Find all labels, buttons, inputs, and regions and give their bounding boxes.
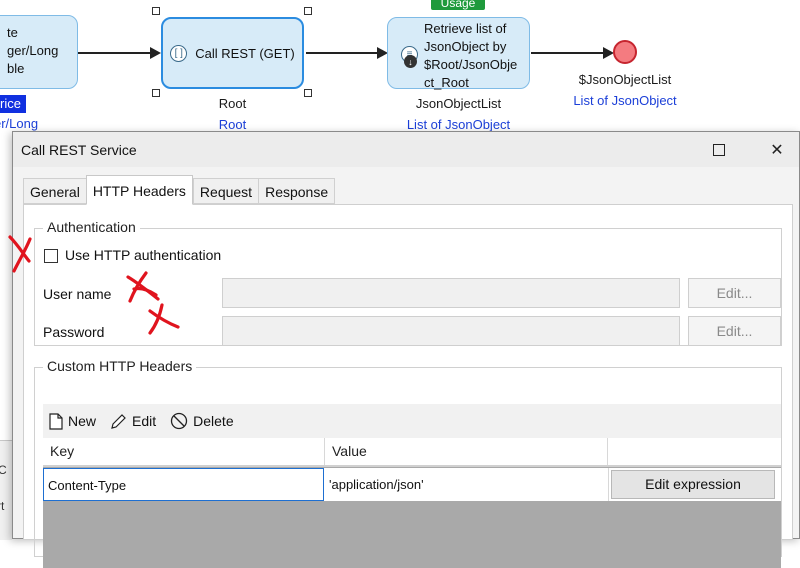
edit-button[interactable]: Edit bbox=[110, 413, 156, 430]
new-document-icon bbox=[49, 412, 63, 430]
end-event-icon[interactable] bbox=[613, 40, 637, 64]
background-text: rt bbox=[0, 499, 5, 513]
parameter-type-label: er/Long bbox=[0, 116, 39, 131]
password-label: Password bbox=[43, 324, 105, 340]
return-value-type: List of JsonObject bbox=[573, 93, 677, 108]
activity-label: Call REST (GET) bbox=[195, 45, 295, 61]
headers-toolbar: New Edit Delete bbox=[43, 404, 781, 438]
pencil-icon bbox=[111, 413, 126, 429]
edit-label: Edit bbox=[132, 413, 157, 429]
node-text-line: JsonObject by bbox=[424, 39, 507, 54]
selection-handle[interactable] bbox=[304, 7, 312, 15]
microflow-parameter-node[interactable]: te ger/Long ble bbox=[0, 15, 78, 89]
maximize-button[interactable] bbox=[707, 138, 731, 162]
flow-arrow bbox=[78, 52, 152, 54]
flow-arrow bbox=[306, 52, 378, 54]
selection-handle[interactable] bbox=[152, 89, 160, 97]
http-headers-panel: Authentication Use HTTP authentication U… bbox=[23, 204, 793, 568]
column-header-key[interactable]: Key bbox=[43, 438, 325, 465]
table-header: Key Value bbox=[43, 438, 781, 467]
delete-icon bbox=[170, 412, 188, 430]
column-header-action bbox=[608, 438, 781, 465]
service-badge: rice bbox=[0, 95, 26, 113]
group-title: Custom HTTP Headers bbox=[43, 358, 197, 374]
edit-expression-button[interactable]: Edit expression bbox=[611, 470, 775, 499]
new-button[interactable]: New bbox=[49, 412, 97, 430]
usage-badge: Usage bbox=[431, 0, 485, 10]
retrieve-activity[interactable]: ≡ ↓ Retrieve list of JsonObject by $Root… bbox=[387, 17, 530, 90]
flow-arrow bbox=[531, 52, 604, 54]
password-edit-button[interactable]: Edit... bbox=[688, 316, 781, 346]
header-value-cell[interactable]: 'application/json' bbox=[324, 468, 609, 501]
password-field[interactable] bbox=[222, 316, 680, 346]
call-rest-service-dialog: Call REST Service ✕ General HTTP Headers… bbox=[12, 131, 800, 568]
column-header-value[interactable]: Value bbox=[325, 438, 608, 465]
selection-handle[interactable] bbox=[304, 89, 312, 97]
dialog-title: Call REST Service bbox=[21, 142, 137, 158]
call-rest-activity[interactable]: [ ] Call REST (GET) bbox=[161, 17, 304, 89]
arrow-head-icon bbox=[150, 47, 161, 59]
download-icon: ↓ bbox=[404, 55, 417, 68]
output-variable-type: Root bbox=[218, 117, 247, 132]
dialog-titlebar[interactable]: Call REST Service ✕ bbox=[13, 132, 799, 167]
close-button[interactable]: ✕ bbox=[765, 138, 789, 162]
close-icon: ✕ bbox=[770, 142, 784, 159]
selection-handle[interactable] bbox=[152, 7, 160, 15]
header-key-cell[interactable]: Content-Type bbox=[43, 468, 324, 501]
maximize-icon bbox=[713, 144, 725, 156]
new-label: New bbox=[68, 413, 97, 429]
arrow-head-icon bbox=[377, 47, 388, 59]
node-text-line: ger/Long bbox=[7, 43, 59, 58]
arrow-head-icon bbox=[603, 47, 614, 59]
username-field[interactable] bbox=[222, 278, 680, 308]
return-value-name: $JsonObjectList bbox=[578, 72, 672, 87]
node-text-line: ct_Root bbox=[424, 75, 469, 90]
authentication-group: Authentication Use HTTP authentication U… bbox=[34, 219, 782, 346]
delete-button[interactable]: Delete bbox=[170, 412, 234, 430]
output-variable-type: List of JsonObject bbox=[406, 117, 511, 132]
output-variable-name: JsonObjectList bbox=[415, 96, 502, 111]
node-text-line: $Root/JsonObje bbox=[424, 57, 518, 72]
node-text-line: Retrieve list of bbox=[424, 21, 507, 36]
username-edit-button[interactable]: Edit... bbox=[688, 278, 781, 308]
group-title: Authentication bbox=[43, 219, 140, 235]
dialog-tabs: General HTTP Headers Request Response bbox=[23, 175, 336, 205]
headers-table: Key Value Content-Type 'application/json… bbox=[43, 438, 781, 568]
rest-call-icon: [ ] bbox=[170, 44, 188, 62]
node-text-line: ble bbox=[7, 61, 25, 76]
output-variable-name: Root bbox=[218, 96, 247, 111]
background-text: C bbox=[0, 463, 7, 477]
tab-request[interactable]: Request bbox=[192, 178, 259, 204]
background-panel: C rt bbox=[0, 440, 12, 540]
action-cell: Edit expression bbox=[609, 468, 781, 501]
delete-label: Delete bbox=[193, 413, 234, 429]
use-http-auth-label: Use HTTP authentication bbox=[65, 247, 222, 263]
tab-http-headers[interactable]: HTTP Headers bbox=[85, 175, 193, 205]
use-http-auth-checkbox[interactable] bbox=[44, 249, 58, 263]
tab-general[interactable]: General bbox=[23, 178, 86, 204]
custom-headers-group: Custom HTTP Headers New Edit Delete Key bbox=[34, 358, 782, 568]
tab-response[interactable]: Response bbox=[258, 178, 336, 204]
username-label: User name bbox=[43, 286, 112, 302]
table-row[interactable]: Content-Type 'application/json' Edit exp… bbox=[43, 468, 781, 501]
node-text-line: te bbox=[7, 25, 18, 40]
